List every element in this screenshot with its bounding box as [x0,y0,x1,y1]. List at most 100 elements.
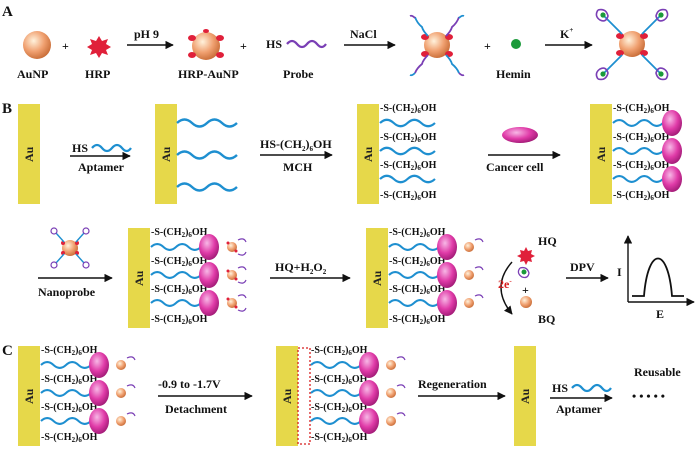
panel-c: C Au -S-(CH2)6OH -S-(CH2)6OH -S-(CH2)6OH… [2,343,681,446]
nanoprobe-label: Nanoprobe [38,285,96,299]
hemin-molecule [511,39,521,49]
sam-label: -S-(CH2)6OH [311,345,368,357]
au-label-b6: Au [370,270,384,286]
plus-sign-redox: + [522,283,529,297]
sam-stack-b6: -S-(CH2)6OH -S-(CH2)6OH -S-(CH2)6OH -S-(… [387,227,484,326]
probe-aunp-conjugate [409,14,465,77]
dpv-label: DPV [570,260,595,274]
sam-label: -S-(CH2)6OH [389,284,446,296]
hrp-enzyme [87,36,111,58]
sam-stack-c1: -S-(CH2)6OH -S-(CH2)6OH -S-(CH2)6OH -S-(… [39,345,136,444]
detachment-gap [297,347,311,445]
sam-stack-c2: -S-(CH2)6OH -S-(CH2)6OH -S-(CH2)6OH -S-(… [309,345,406,444]
au-label-b4: Au [594,146,608,162]
captured-cell [199,234,219,260]
sam-label: -S-(CH2)6OH [613,190,670,202]
sam-label: -S-(CH2)6OH [613,160,670,172]
sam-label: -S-(CH2)6OH [389,314,446,326]
panel-b: B Au HS Aptamer Au HS-(CH2)6OH MCH Au -S… [2,101,695,328]
au-label-b2: Au [159,146,173,162]
plus-sign-1: + [62,39,69,53]
hrp-aunp-conjugate [188,29,224,60]
captured-cell [199,290,219,316]
captured-cell [437,290,457,316]
sam-label: -S-(CH2)6OH [151,256,208,268]
ph-label: pH 9 [134,27,159,41]
captured-cell [437,234,457,260]
hemin-label: Hemin [496,67,531,81]
panel-a-letter: A [2,4,13,20]
captured-cell [199,262,219,288]
detachment-label: Detachment [165,402,227,416]
aunp-small [520,296,532,308]
captured-cell [89,408,109,434]
electrons-label: 2e- [498,277,512,291]
gold-electrode-b3 [357,104,379,204]
sam-label: -S-(CH2)6OH [41,432,98,444]
aptamer-on-electrode [175,150,239,160]
au-label-b1: Au [22,146,36,162]
nanoprobe-icon [50,227,90,269]
sam-label: -S-(CH2)6OH [151,227,208,239]
captured-cell [359,352,379,378]
sam-label: -S-(CH2)6OH [613,103,670,115]
sam-label: -S-(CH2)6OH [41,402,98,414]
au-label-c2: Au [280,388,294,404]
panel-b-letter: B [2,101,12,117]
sam-label: -S-(CH2)6OH [41,374,98,386]
captured-cell [359,380,379,406]
sam-label: -S-(CH2)6OH [380,103,437,115]
plus-sign-2: + [240,39,247,53]
aptamer-on-electrode [175,118,239,128]
gold-electrode-b1 [18,104,40,204]
nanoprobe-assembled [595,8,669,81]
hrp-label: HRP [85,67,110,81]
regeneration-label: Regeneration [418,377,487,391]
cancer-cell-label: Cancer cell [486,160,544,174]
sam-stack-b3: -S-(CH2)6OH -S-(CH2)6OH -S-(CH2)6OH -S-(… [378,103,437,202]
aptamer-label-c: Aptamer [556,402,603,416]
reusable-label: Reusable [634,365,681,379]
sam-label: -S-(CH2)6OH [380,160,437,172]
captured-cell [662,110,682,136]
bq-label: BQ [538,312,555,326]
axis-i-label: I [617,265,622,279]
captured-cell [437,262,457,288]
dpv-peak-curve [632,257,684,297]
au-label-c3: Au [518,388,532,404]
k-label: K+ [560,26,573,41]
aptamer-on-electrode [175,182,239,192]
captured-cell [662,138,682,164]
aptamer-strand-reused [571,383,612,393]
captured-cell [89,352,109,378]
aunp-particle [23,31,51,59]
gold-electrode-c1 [18,346,40,446]
hq-label: HQ [538,234,557,248]
mch-label: MCH [283,160,313,174]
hs-label-b: HS [72,141,88,155]
au-label-c1: Au [22,388,36,404]
hrp-aunp-label: HRP-AuNP [178,67,239,81]
sam-label: -S-(CH2)6OH [311,402,368,414]
panel-a: A AuNP + HRP pH 9 HRP-AuNP + HS Probe Na… [2,4,669,81]
axis-e-label: E [656,307,664,321]
bound-nanoprobes [226,238,247,312]
au-label-b5: Au [132,270,146,286]
sam-label: -S-(CH2)6OH [389,227,446,239]
sam-label: -S-(CH2)6OH [41,345,98,357]
hemin-small [521,269,527,275]
sam-label: -S-(CH2)6OH [151,284,208,296]
dpv-plot: I E [617,235,695,321]
ellipsis-dots: • • • • • [632,389,665,403]
probe-strand [286,39,327,49]
probe-label: Probe [283,67,314,81]
voltage-label: -0.9 to -1.7V [158,377,221,391]
aunp-label: AuNP [17,67,48,81]
aptamer-label-b: Aptamer [78,160,125,174]
captured-cell [359,408,379,434]
sam-label: -S-(CH2)6OH [380,132,437,144]
aptamer-strand-free [91,143,132,153]
sam-label: -S-(CH2)6OH [380,190,437,202]
sam-stack-b4: -S-(CH2)6OH -S-(CH2)6OH -S-(CH2)6OH -S-(… [611,103,682,202]
